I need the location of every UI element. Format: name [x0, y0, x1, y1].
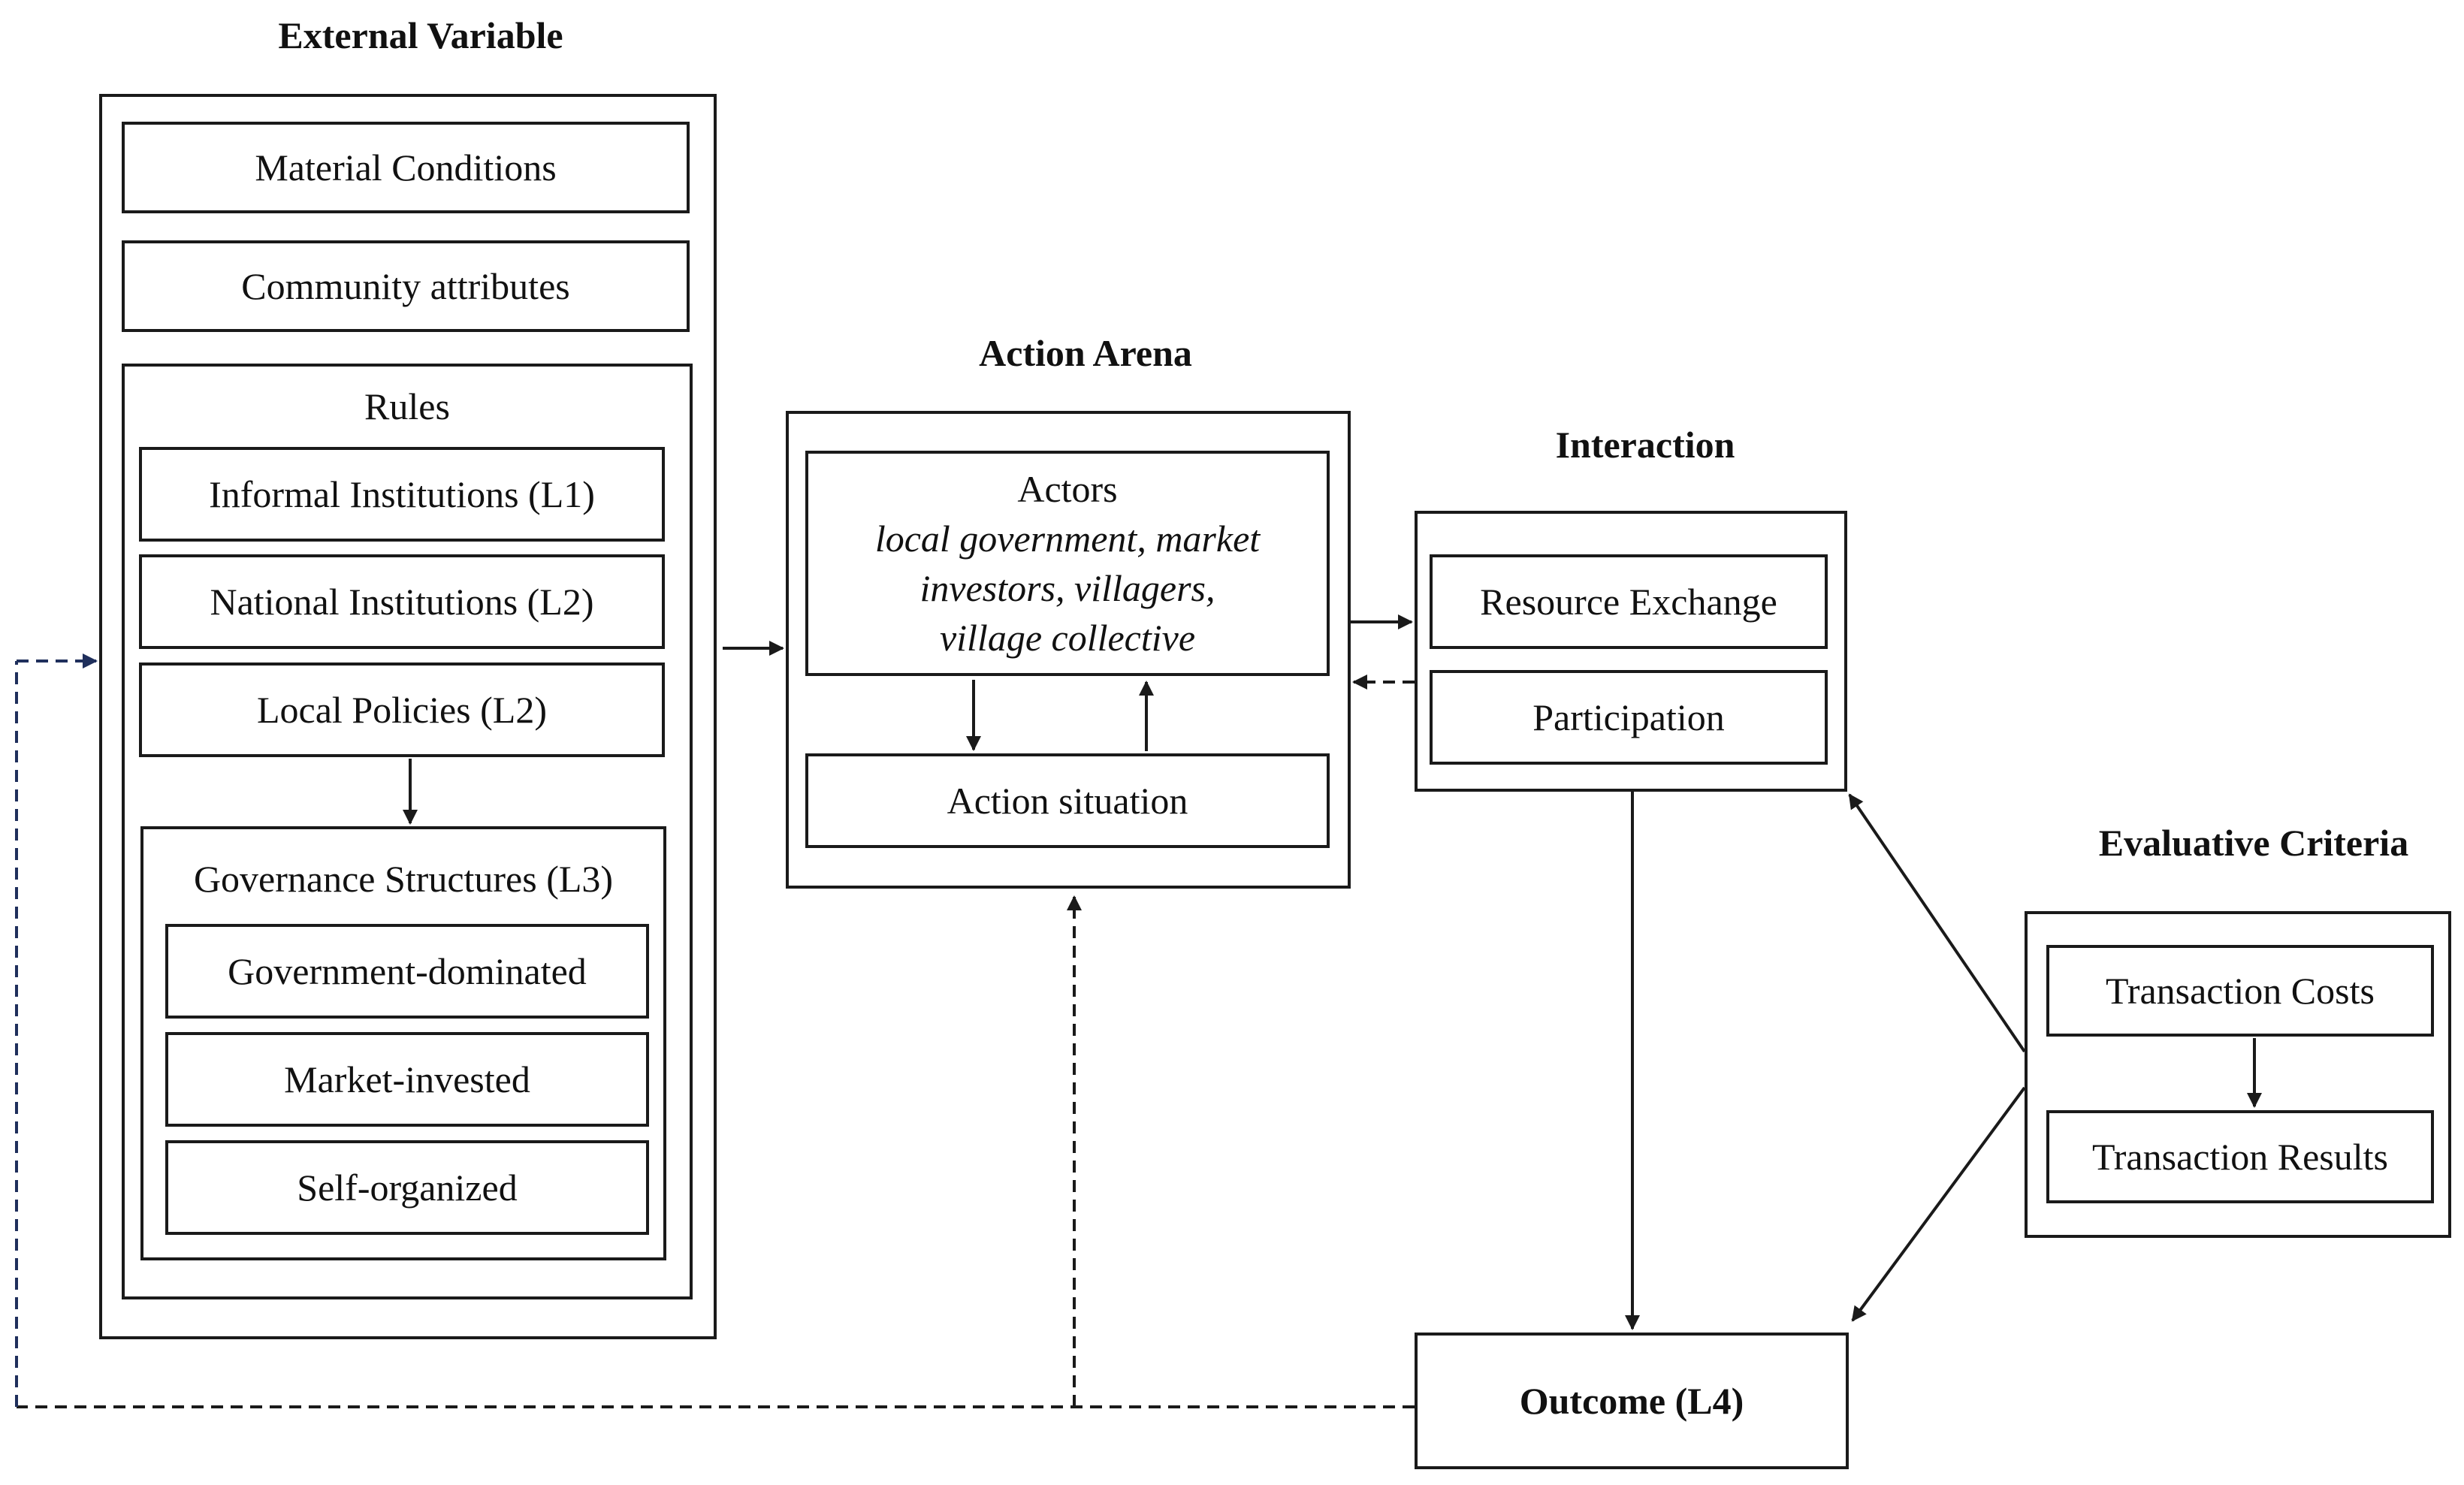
community-attributes-label: Community attributes: [241, 265, 570, 307]
outcome-box: Outcome (L4): [1415, 1333, 1849, 1469]
rules-box: [122, 364, 693, 1299]
material-conditions-box: Material Conditions: [122, 122, 690, 213]
governance-item-label: Self-organized: [297, 1167, 518, 1209]
interaction-box: [1415, 511, 1847, 792]
actors-box: Actors local government, market investor…: [805, 451, 1330, 676]
national-institutions-box: National Institutions (L2): [139, 554, 665, 649]
transaction-results-box: Transaction Results: [2046, 1110, 2434, 1203]
arrow-evaluative-to-interaction: [1848, 793, 2026, 1053]
informal-institutions-box: Informal Institutions (L1): [139, 447, 665, 542]
external-variable-box: [99, 94, 717, 1339]
governance-item-market-invested: Market-invested: [165, 1032, 649, 1127]
resource-exchange-box: Resource Exchange: [1430, 554, 1828, 649]
informal-institutions-label: Informal Institutions (L1): [209, 473, 595, 515]
national-institutions-label: National Institutions (L2): [210, 581, 594, 623]
community-attributes-box: Community attributes: [122, 240, 690, 332]
participation-box: Participation: [1430, 670, 1828, 765]
transaction-results-label: Transaction Results: [2092, 1136, 2388, 1178]
transaction-costs-label: Transaction Costs: [2106, 970, 2375, 1012]
rules-title: Rules: [364, 385, 450, 427]
local-policies-box: Local Policies (L2): [139, 663, 665, 757]
governance-structures-title: Governance Structures (L3): [193, 858, 614, 900]
evaluative-criteria-title: Evaluative Criteria: [2098, 822, 2409, 864]
actors-line: village collective: [939, 617, 1196, 659]
evaluative-criteria-box: [2025, 911, 2451, 1238]
actors-line: investors, villagers,: [919, 567, 1215, 609]
arrow-evaluative-to-outcome: [1851, 1086, 2026, 1322]
action-arena-title: Action Arena: [979, 332, 1192, 374]
material-conditions-label: Material Conditions: [255, 146, 557, 189]
transaction-costs-box: Transaction Costs: [2046, 945, 2434, 1037]
governance-item-self-organized: Self-organized: [165, 1140, 649, 1235]
actors-line: local government, market: [874, 518, 1261, 560]
action-arena-box: [786, 411, 1351, 889]
governance-item-label: Market-invested: [284, 1058, 530, 1100]
actors-title: Actors: [1017, 468, 1118, 510]
governance-item-label: Government-dominated: [228, 950, 587, 992]
outcome-label: Outcome (L4): [1519, 1380, 1744, 1422]
governance-item-government-dominated: Government-dominated: [165, 924, 649, 1019]
governance-structures-box: [140, 826, 666, 1260]
external-variable-title: External Variable: [278, 14, 563, 56]
action-situation-label: Action situation: [947, 780, 1188, 822]
local-policies-label: Local Policies (L2): [257, 689, 547, 731]
resource-exchange-label: Resource Exchange: [1480, 581, 1777, 623]
action-situation-box: Action situation: [805, 753, 1330, 848]
interaction-title: Interaction: [1555, 424, 1735, 466]
participation-label: Participation: [1532, 696, 1725, 738]
